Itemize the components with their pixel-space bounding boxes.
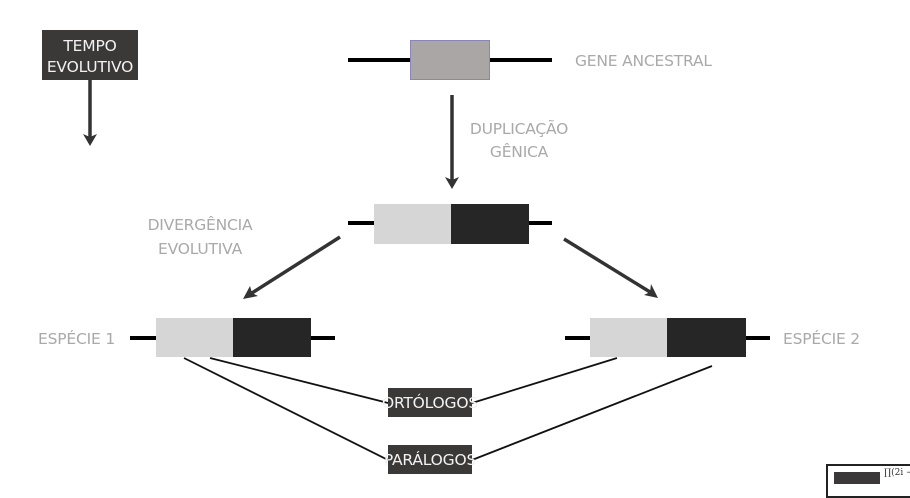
duplicated-gene-copy-a bbox=[374, 204, 451, 244]
divergence-label-line1: DIVERGÊNCIA bbox=[148, 215, 253, 234]
ancestral-gene-label: GENE ANCESTRAL bbox=[575, 52, 712, 70]
divergence-arrow-right-head-icon bbox=[644, 284, 658, 298]
species-2-genes: ESPÉCIE 2 bbox=[565, 318, 860, 357]
paralog-connector-left bbox=[183, 357, 389, 461]
divergence-arrow-left-shaft bbox=[251, 235, 341, 295]
paralogs-label: PARÁLOGOS bbox=[384, 450, 476, 469]
ortholog-connector-right bbox=[471, 357, 618, 404]
ortholog-connector-left bbox=[209, 357, 389, 404]
ancestral-gene: GENE ANCESTRAL bbox=[348, 40, 713, 80]
relation-connectors bbox=[183, 357, 713, 461]
duplication-label-line1: DUPLICAÇÃO bbox=[470, 119, 568, 138]
species-1-gene-b bbox=[233, 318, 311, 357]
species-1-label: ESPÉCIE 1 bbox=[38, 329, 115, 348]
paralog-connector-right bbox=[471, 365, 713, 461]
species-2-gene-a bbox=[590, 318, 667, 357]
duplicated-gene-copy-b bbox=[451, 204, 529, 244]
thumbnail-tag bbox=[834, 472, 880, 484]
time-label-box bbox=[42, 30, 138, 80]
corner-thumbnail-preview[interactable]: ∏(2i − bbox=[826, 464, 910, 498]
divergence-arrow-right-shaft bbox=[563, 237, 651, 294]
duplication-step: DUPLICAÇÃO GÊNICA bbox=[445, 95, 568, 189]
duplicated-gene bbox=[348, 204, 552, 244]
species-1-gene-a bbox=[156, 318, 233, 357]
orthologs-label-box bbox=[388, 388, 472, 417]
divergence-arrow-left-head-icon bbox=[243, 286, 258, 299]
duplication-label-line2: GÊNICA bbox=[490, 142, 549, 161]
species-2-gene-b bbox=[667, 318, 746, 357]
ancestral-gene-box bbox=[410, 40, 490, 80]
duplication-arrow-head-icon bbox=[445, 177, 459, 189]
thumbnail-formula: ∏(2i − bbox=[884, 468, 910, 478]
time-arrow-head-icon bbox=[83, 134, 97, 146]
orthologs-label: ORTÓLOGOS bbox=[382, 393, 478, 412]
divergence-label-line2: EVOLUTIVA bbox=[158, 240, 243, 258]
time-axis: TEMPO EVOLUTIVO bbox=[42, 30, 138, 146]
species-1-genes: ESPÉCIE 1 bbox=[38, 318, 335, 357]
time-label-line1: TEMPO bbox=[62, 37, 116, 55]
species-2-label: ESPÉCIE 2 bbox=[783, 329, 860, 348]
time-label-line2: EVOLUTIVO bbox=[47, 58, 133, 76]
paralogs-label-box bbox=[388, 445, 472, 474]
